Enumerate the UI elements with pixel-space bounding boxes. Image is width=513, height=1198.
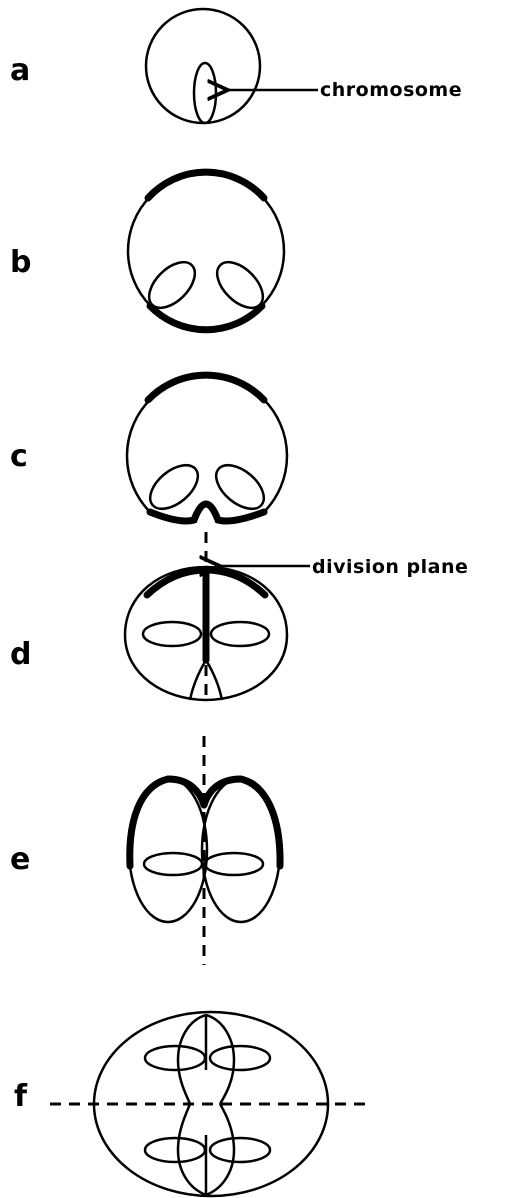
new-wall-segment-right: [200, 775, 284, 870]
chromosome-right: [215, 260, 265, 310]
chromosome: [192, 61, 218, 125]
chromosome-left: [141, 620, 203, 648]
stage-a-cell: chromosome: [144, 7, 462, 125]
cleavage-curve-right: [204, 659, 224, 701]
inner-wall-top-right: [205, 1013, 236, 1105]
chromosome-right: [214, 463, 266, 511]
cleavage-curve-left: [188, 659, 208, 701]
stage-b-cell: [126, 168, 286, 334]
chromosome-top-right: [208, 1044, 272, 1072]
panel-label-d: d: [10, 637, 31, 672]
cell-wall: [123, 565, 289, 702]
inner-wall-top-left: [176, 1013, 207, 1105]
division-plane-label: division plane: [312, 556, 468, 578]
panel-label-a: a: [10, 53, 30, 88]
chromosome-left: [148, 463, 200, 511]
chromosome-left: [142, 851, 204, 877]
outer-cell-wall: [92, 1010, 330, 1198]
inner-wall-bottom-left: [176, 1103, 207, 1197]
chromosome-right: [209, 620, 271, 648]
stage-e-cell: [126, 736, 284, 965]
stage-d-cell: division plane: [123, 532, 468, 702]
inner-wall-bottom-right: [205, 1103, 236, 1197]
cell-wall: [144, 7, 262, 125]
new-wall-invagination: [146, 500, 268, 525]
chromosome-top-left: [143, 1044, 207, 1072]
chromosome-bottom-left: [143, 1136, 207, 1164]
new-wall-segment-left: [126, 775, 208, 870]
panel-label-f: f: [14, 1079, 28, 1114]
stage-c-cell: [125, 371, 289, 525]
panel-label-b: b: [10, 245, 31, 280]
panel-label-c: c: [10, 439, 28, 474]
chromosome-bottom-right: [208, 1136, 272, 1164]
new-wall-segment-top: [144, 371, 268, 404]
panel-label-e: e: [10, 842, 30, 877]
chromosome-right: [203, 851, 265, 877]
new-wall-segment-bottom: [146, 302, 266, 334]
new-wall-segment-top: [144, 168, 268, 202]
chromosome-left: [147, 260, 197, 310]
stage-f-cells: [50, 1010, 365, 1198]
chromosome-label: chromosome: [320, 79, 462, 101]
